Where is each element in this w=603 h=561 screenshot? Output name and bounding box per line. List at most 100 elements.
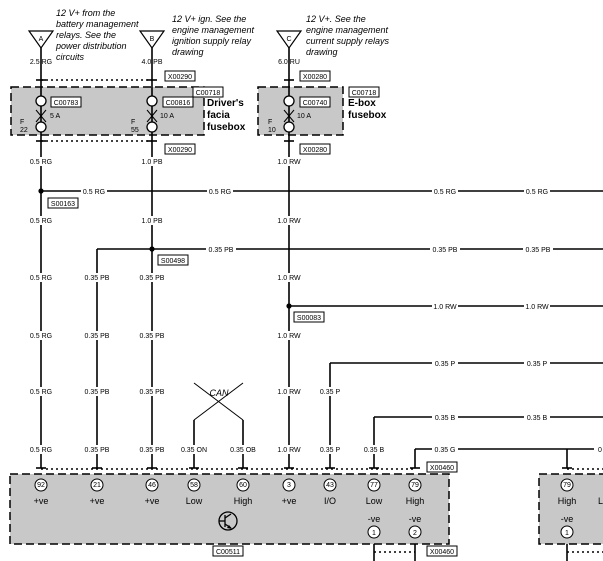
svg-text:S00083: S00083 bbox=[297, 315, 321, 322]
note-b-line-4: drawing bbox=[172, 47, 204, 57]
svg-text:79: 79 bbox=[563, 482, 571, 489]
connector-ticks bbox=[36, 79, 572, 469]
fuse-10-rating: 10 A bbox=[297, 113, 311, 120]
tag-s00083: S00083 bbox=[293, 311, 325, 323]
tag-s00163: S00163 bbox=[47, 197, 79, 209]
svg-text:+ve: +ve bbox=[34, 496, 49, 506]
svg-text:X00280: X00280 bbox=[303, 147, 327, 154]
feed-a: A bbox=[27, 30, 55, 50]
svg-text:0.5 RG: 0.5 RG bbox=[526, 189, 548, 196]
svg-text:43: 43 bbox=[326, 482, 334, 489]
svg-text:1: 1 bbox=[372, 530, 376, 537]
junction-dots bbox=[38, 188, 292, 309]
note-feed-c: 12 V+. See the engine management current… bbox=[306, 14, 390, 57]
svg-text:C00783: C00783 bbox=[54, 100, 79, 107]
svg-text:1.0 RW: 1.0 RW bbox=[277, 159, 301, 166]
svg-text:0.35 PB: 0.35 PB bbox=[85, 447, 110, 454]
drivers-fusebox-name-1: Driver's bbox=[207, 98, 244, 109]
tag-x00290-top: X00290 bbox=[164, 70, 196, 82]
svg-text:2: 2 bbox=[413, 530, 417, 537]
splice-s00498 bbox=[149, 246, 155, 252]
fuse-55-letter: F bbox=[131, 119, 135, 126]
note-a-line-3: relays. See the bbox=[56, 30, 116, 40]
svg-text:C00511: C00511 bbox=[216, 549, 240, 556]
fuse-22-letter: F bbox=[20, 119, 24, 126]
svg-text:0.35 OB: 0.35 OB bbox=[230, 447, 256, 454]
fuse-22 bbox=[35, 95, 47, 133]
svg-text:0.5 RG: 0.5 RG bbox=[30, 218, 52, 225]
svg-text:+ve: +ve bbox=[145, 496, 160, 506]
svg-text:1.0 PB: 1.0 PB bbox=[141, 159, 162, 166]
drivers-fusebox-name-2: facia bbox=[207, 110, 230, 121]
tag-x00460-top: X00460 bbox=[426, 461, 458, 473]
svg-text:0.35 PB: 0.35 PB bbox=[140, 389, 165, 396]
svg-text:0.35 B: 0.35 B bbox=[435, 415, 456, 422]
svg-text:-ve: -ve bbox=[368, 514, 381, 524]
svg-text:0.35 P: 0.35 P bbox=[320, 447, 341, 454]
fuse-10 bbox=[283, 95, 295, 133]
fuse-10-number: 10 bbox=[268, 127, 276, 134]
fuse-55 bbox=[146, 95, 158, 133]
ebox-fusebox-name-2: fusebox bbox=[348, 110, 387, 121]
tag-x00460-bottom: X00460 bbox=[426, 545, 458, 557]
svg-text:0.35 ON: 0.35 ON bbox=[181, 447, 207, 454]
svg-text:Low: Low bbox=[186, 496, 203, 506]
tag-c00783: C00783 bbox=[50, 96, 82, 108]
svg-text:C00740: C00740 bbox=[303, 100, 328, 107]
ebox-fusebox bbox=[257, 86, 344, 136]
note-c-line-1: 12 V+. See the bbox=[306, 14, 366, 24]
feed-b-label: B bbox=[150, 36, 155, 43]
note-b-line-2: engine management bbox=[172, 25, 255, 35]
feed-c-label: C bbox=[286, 36, 291, 43]
svg-text:C00718: C00718 bbox=[352, 90, 377, 97]
note-a-line-2: battery management bbox=[56, 19, 139, 29]
svg-text:0.35 G: 0.35 G bbox=[434, 447, 455, 454]
dotted-links bbox=[41, 79, 603, 553]
svg-text:0.5 RG: 0.5 RG bbox=[209, 189, 231, 196]
feed-a-label: A bbox=[39, 36, 44, 43]
svg-text:0.5 RG: 0.5 RG bbox=[30, 389, 52, 396]
svg-text:0.5 RG: 0.5 RG bbox=[30, 275, 52, 282]
tag-c00740: C00740 bbox=[299, 96, 331, 108]
note-a-line-4: power distribution bbox=[55, 41, 127, 51]
svg-text:0.35 PB: 0.35 PB bbox=[85, 275, 110, 282]
svg-text:X00290: X00290 bbox=[168, 147, 192, 154]
svg-text:C00718: C00718 bbox=[196, 90, 221, 97]
svg-text:0.5 RG: 0.5 RG bbox=[30, 447, 52, 454]
svg-text:-ve: -ve bbox=[561, 514, 574, 524]
note-b-line-3: ignition supply relay bbox=[172, 36, 252, 46]
svg-text:0.35 PB: 0.35 PB bbox=[140, 333, 165, 340]
tag-x00280-top: X00280 bbox=[299, 70, 331, 82]
note-a-line-5: circuits bbox=[56, 52, 85, 62]
can-crossover: CAN bbox=[193, 382, 244, 421]
note-c-line-4: drawing bbox=[306, 47, 338, 57]
svg-text:1.0 RW: 1.0 RW bbox=[277, 389, 301, 396]
svg-text:I/O: I/O bbox=[324, 496, 336, 506]
note-a-line-1: 12 V+ from the bbox=[56, 8, 115, 18]
tag-c00511: C00511 bbox=[212, 545, 244, 557]
svg-text:2.5 RG: 2.5 RG bbox=[30, 59, 52, 66]
note-c-line-2: engine management bbox=[306, 25, 389, 35]
svg-text:92: 92 bbox=[37, 482, 45, 489]
svg-text:0.35 P: 0.35 P bbox=[527, 361, 548, 368]
svg-text:46: 46 bbox=[148, 482, 156, 489]
svg-text:X00290: X00290 bbox=[168, 74, 192, 81]
svg-text:0.35 PB: 0.35 PB bbox=[85, 389, 110, 396]
fuse-10-letter: F bbox=[268, 119, 272, 126]
tag-c00718-ebox: C00718 bbox=[348, 86, 380, 98]
drivers-fusebox-name-3: fusebox bbox=[207, 122, 246, 133]
fuse-55-number: 55 bbox=[131, 127, 139, 134]
svg-text:0.5 RG: 0.5 RG bbox=[434, 189, 456, 196]
svg-text:S00498: S00498 bbox=[161, 258, 185, 265]
svg-text:6.0 RU: 6.0 RU bbox=[278, 59, 300, 66]
svg-text:0.35 B: 0.35 B bbox=[527, 415, 548, 422]
svg-text:+ve: +ve bbox=[90, 496, 105, 506]
feed-c: C bbox=[275, 30, 303, 50]
splice-s00083 bbox=[286, 303, 292, 309]
svg-text:X00460: X00460 bbox=[430, 465, 454, 472]
svg-text:X00460: X00460 bbox=[430, 549, 454, 556]
svg-text:Low: Low bbox=[366, 496, 383, 506]
can-label: CAN bbox=[209, 388, 229, 398]
tag-c00816: C00816 bbox=[162, 96, 194, 108]
svg-text:77: 77 bbox=[370, 482, 378, 489]
